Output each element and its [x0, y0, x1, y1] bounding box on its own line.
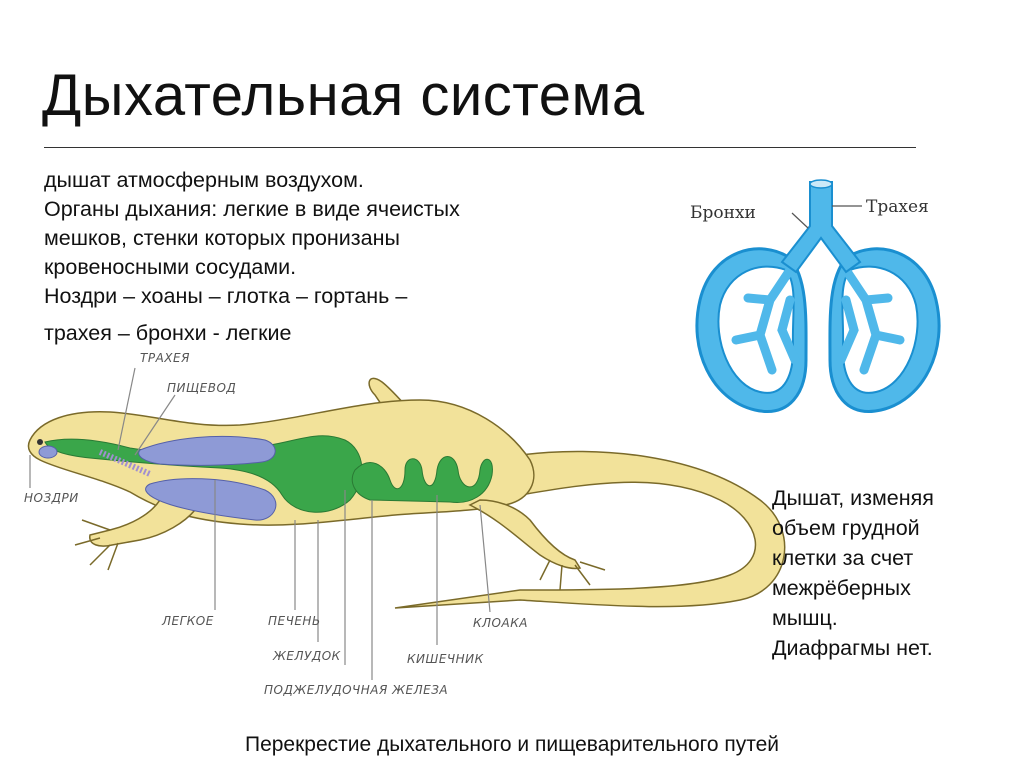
body [27, 399, 535, 526]
left-lung [695, 247, 808, 413]
label-esophagus: ПИЩЕВОД [167, 381, 236, 395]
breathing-mechanism-text: Дышат, изменяя объем грудной клетки за с… [772, 483, 934, 663]
side-line: объем грудной [772, 516, 920, 540]
intro-line: мешков, стенки которых пронизаны [44, 226, 400, 250]
title-divider [44, 147, 916, 148]
front-right-leg [368, 377, 441, 440]
figure-caption: Перекрестие дыхательного и пищеварительн… [244, 733, 780, 756]
bronchi-label: Бронхи [690, 203, 756, 223]
label-cloaca: КЛОАКА [473, 616, 528, 630]
label-trachea: ТРАХЕЯ [140, 351, 190, 365]
trachea-label: Трахея [866, 197, 929, 217]
lizard-lung-lower [145, 478, 277, 521]
intro-line: дышат атмосферным воздухом. [44, 168, 364, 192]
label-liver: ПЕЧЕНЬ [268, 614, 321, 628]
label-lung: ЛЕГКОЕ [161, 614, 214, 628]
label-stomach: ЖЕЛУДОК [272, 649, 341, 663]
intestine-organ [351, 456, 493, 504]
intro-line: Органы дыхания: легкие в виде ячеистых [44, 197, 460, 221]
intro-line: трахея – бронхи - легкие [44, 321, 292, 345]
side-line: Дышат, изменяя [772, 486, 934, 510]
label-pancreas: ПОДЖЕЛУДОЧНАЯ ЖЕЛЕЗА [264, 683, 448, 697]
eye [37, 439, 43, 445]
intro-line-clipped: трахея – бронхи - легкие [44, 319, 644, 345]
page-title: Дыхательная система [42, 63, 645, 128]
right-lung [828, 247, 941, 413]
side-line: Диафрагмы нет. [772, 636, 933, 660]
back-left-leg [468, 499, 582, 570]
label-intestine: КИШЕЧНИК [407, 652, 484, 666]
intro-line: кровеносными сосудами. [44, 255, 297, 279]
label-nostrils: НОЗДРИ [24, 491, 79, 505]
lizard-lung-upper [138, 435, 276, 466]
tail [394, 450, 786, 609]
stomach-liver-organ [44, 435, 363, 513]
side-line: межрёберных [772, 576, 911, 600]
side-line: мышц. [772, 606, 838, 630]
lizard-trachea [98, 449, 152, 477]
front-left-leg [89, 499, 197, 547]
side-line: клетки за счет [772, 546, 914, 570]
intro-line: Ноздри – хоаны – глотка – гортань – [44, 284, 408, 308]
trachea-bronchi [780, 179, 862, 274]
nostril-organ [38, 445, 58, 459]
intro-text: дышат атмосферным воздухом. Органы дыхан… [44, 166, 644, 311]
